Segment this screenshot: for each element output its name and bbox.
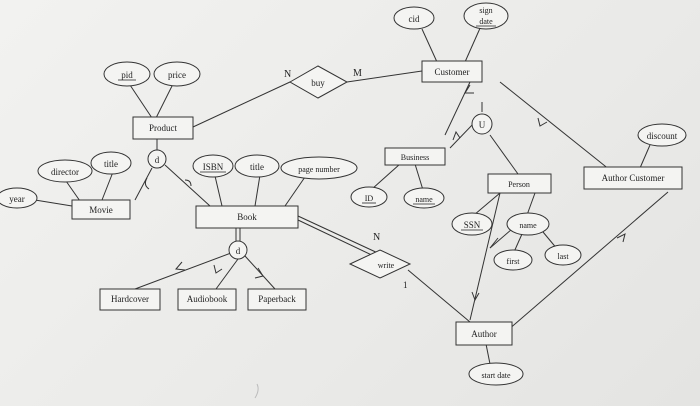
cardinality-write-book: N [373,232,380,243]
svg-text:cid: cid [409,14,420,24]
svg-text:page number: page number [298,165,340,174]
svg-text:Customer: Customer [435,67,470,77]
entity-paperback: Paperback [247,288,307,311]
svg-text:ISBN: ISBN [203,162,224,172]
attribute-title-book: title [234,154,280,178]
relationship-write: write [348,249,412,279]
svg-text:sign: sign [479,6,492,15]
cardinality-buy-customer: M [353,68,362,79]
attribute-discount: discount [637,123,687,147]
svg-text:title: title [250,162,264,172]
entity-person: Person [487,173,552,194]
attribute-start-date: start date [468,362,524,386]
specialization-product-disjoint: d [147,149,167,169]
svg-text:name: name [415,195,433,204]
svg-text:Product: Product [149,123,177,133]
svg-text:start date: start date [481,371,511,380]
attribute-last: last [544,244,582,266]
relationship-buy: buy [288,65,349,99]
svg-text:ID: ID [365,194,374,203]
entity-movie: Movie [71,199,131,220]
entity-product: Product [132,116,194,140]
connector-lines [34,25,669,365]
entity-hardcover: Hardcover [99,288,161,311]
cardinality-labels: N M N 1 [284,68,408,290]
entity-author: Author [455,321,513,346]
attribute-cid: cid [393,6,435,30]
svg-text:Person: Person [508,180,530,189]
attribute-sign-date: sign date [463,2,509,30]
cardinality-write-author: 1 [403,280,408,290]
specialization-book-disjoint: d [228,240,248,260]
svg-text:director: director [51,167,79,177]
svg-text:Book: Book [237,212,257,222]
svg-text:Movie: Movie [89,205,113,215]
svg-text:d: d [236,246,241,256]
attribute-price: price [153,61,201,87]
svg-text:Paperback: Paperback [258,294,296,304]
svg-text:Author: Author [471,329,497,339]
entity-audiobook: Audiobook [177,288,237,311]
svg-text:discount: discount [647,131,678,141]
svg-text:write: write [378,261,395,270]
svg-text:Hardcover: Hardcover [111,294,149,304]
svg-text:pid: pid [121,70,133,80]
svg-text:date: date [479,17,493,26]
stray-mark [254,383,259,399]
attribute-page-number: page number [280,156,358,180]
cardinality-buy-product: N [284,69,291,80]
svg-text:Audiobook: Audiobook [187,294,228,304]
attribute-year: year [0,187,38,209]
entity-customer: Customer [421,60,483,83]
svg-text:SSN: SSN [464,220,481,230]
svg-text:Business: Business [401,153,429,162]
svg-text:U: U [479,120,486,130]
attribute-ssn: SSN [451,212,493,236]
svg-text:buy: buy [311,78,325,88]
svg-text:title: title [104,159,118,169]
entity-business: Business [384,147,446,166]
svg-text:year: year [9,194,25,204]
union-customer: U [471,113,493,135]
attribute-name-business: name [403,187,445,209]
entity-author-customer: Author Customer [583,166,683,190]
svg-text:Author Customer: Author Customer [602,173,665,183]
attribute-title-movie: title [90,151,132,175]
entity-book: Book [195,205,299,229]
attribute-isbn: ISBN [192,154,234,178]
attribute-director: director [37,159,93,183]
svg-text:d: d [155,155,160,165]
attribute-first: first [493,249,533,271]
svg-text:first: first [507,257,521,266]
attribute-name-person: name [506,212,550,236]
attribute-pid: pid [103,61,151,87]
svg-text:last: last [557,252,569,261]
svg-text:price: price [168,70,186,80]
svg-text:name: name [519,221,537,230]
attribute-id: ID [350,186,388,208]
